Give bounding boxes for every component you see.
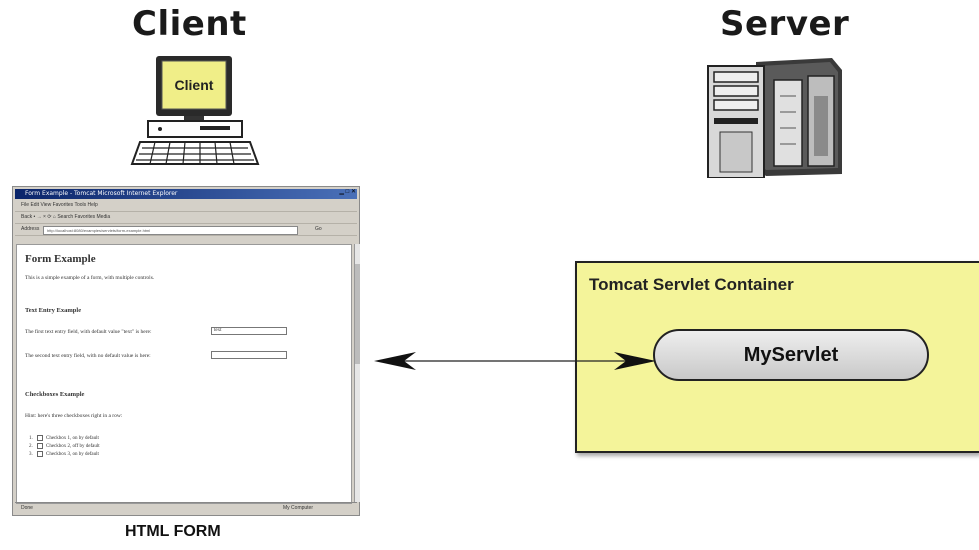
myservlet-node: MyServlet: [653, 329, 929, 381]
checkbox-3[interactable]: [37, 451, 43, 457]
browser-status-bar: Done My Computer: [15, 502, 357, 513]
address-input[interactable]: http://localhost:8080/examples/servlets/…: [43, 226, 298, 235]
text-entry-heading: Text Entry Example: [25, 307, 82, 314]
form-intro-text: This is a simple example of a form, with…: [25, 275, 155, 281]
browser-menu-bar[interactable]: File Edit View Favorites Tools Help: [15, 200, 357, 212]
list-item: 3. Checkbox 3, on by default: [29, 451, 99, 458]
arrowhead-left-icon: [374, 352, 416, 370]
browser-scrollbar[interactable]: [354, 244, 360, 502]
checkbox-list: 1. Checkbox 1, on by default 2. Checkbox…: [29, 435, 100, 459]
request-response-arrow: [374, 352, 656, 370]
server-tower-icon: [707, 58, 842, 178]
text-entry-field-2[interactable]: [211, 351, 287, 359]
browser-title-bar: Form Example - Tomcat Microsoft Internet…: [15, 189, 357, 199]
window-control-icons[interactable]: ▁ □ ✕: [339, 189, 356, 195]
container-label: Tomcat Servlet Container: [589, 275, 794, 294]
status-zone: My Computer: [283, 505, 314, 511]
list-item: 2. Checkbox 2, off by default: [29, 443, 100, 450]
tomcat-servlet-container: Tomcat Servlet Container MyServlet: [575, 261, 979, 453]
browser-window: Form Example - Tomcat Microsoft Internet…: [12, 186, 360, 516]
list-item: 1. Checkbox 1, on by default: [29, 435, 99, 442]
browser-page-content: Form Example This is a simple example of…: [16, 244, 352, 504]
client-heading: Client: [132, 4, 247, 44]
browser-toolbar[interactable]: Back • → × ⟳ ⌂ Search Favorites Media: [15, 212, 357, 224]
checkbox-2[interactable]: [37, 443, 43, 449]
arrowhead-right-icon: [614, 352, 656, 370]
checkboxes-heading: Checkboxes Example: [25, 391, 85, 398]
text-entry-line-2: The second text entry field, with no def…: [25, 353, 151, 359]
html-form-caption: HTML FORM: [125, 523, 221, 540]
checkboxes-intro: Hint: here's three checkboxes right in a…: [25, 413, 123, 419]
client-computer-icon: Client: [130, 56, 260, 165]
text-entry-line-1: The first text entry field, with default…: [25, 329, 152, 335]
text-entry-field-1[interactable]: text: [211, 327, 287, 335]
client-monitor-label: Client: [175, 77, 214, 93]
form-page-title: Form Example: [25, 253, 96, 265]
go-button[interactable]: Go: [315, 226, 322, 232]
checkbox-1[interactable]: [37, 435, 43, 441]
browser-address-bar: Address http://localhost:8080/examples/s…: [15, 224, 357, 236]
address-label: Address: [21, 226, 40, 232]
scrollbar-thumb[interactable]: [355, 264, 360, 364]
server-heading: Server: [720, 4, 850, 44]
status-text: Done: [21, 505, 33, 511]
